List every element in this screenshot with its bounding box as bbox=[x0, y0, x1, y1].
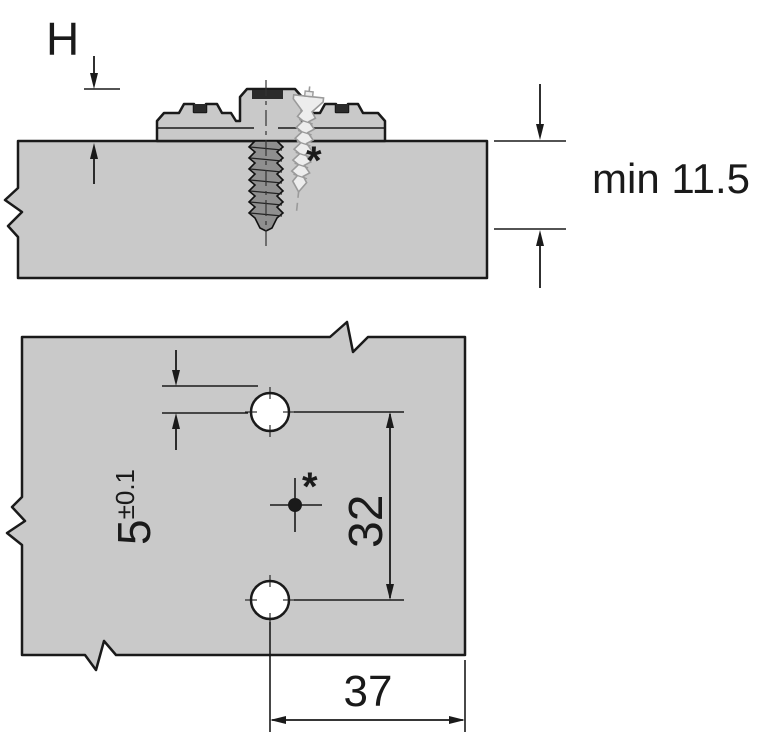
alt-screw-thread-lines bbox=[293, 118, 313, 180]
dimension-min-depth: min 11.5 bbox=[494, 84, 750, 288]
hole-spacing-label: 32 bbox=[340, 495, 393, 548]
system-point-asterisk: * bbox=[302, 465, 318, 509]
alt-screw-head-cap bbox=[303, 90, 314, 98]
system-point: * bbox=[270, 465, 322, 532]
dimension-edge-distance: 37 bbox=[269, 622, 466, 732]
dimension-hole-offset: 5±0.1 bbox=[108, 350, 258, 545]
dimension-hole-spacing: 32 bbox=[294, 411, 404, 601]
plan-view: * 5±0.1 32 bbox=[5, 320, 467, 732]
board-plan-view bbox=[5, 320, 467, 672]
plate-wing-slot-left bbox=[194, 104, 206, 112]
dimension-plate-height: H bbox=[46, 13, 120, 184]
side-view: * H min 11.5 bbox=[3, 13, 750, 288]
system-point-dot bbox=[288, 498, 302, 512]
min-depth-label: min 11.5 bbox=[592, 155, 750, 202]
alt-fixing-asterisk: * bbox=[306, 139, 322, 183]
board-side-view bbox=[3, 139, 489, 280]
plate-height-label: H bbox=[46, 13, 79, 65]
hole-center-ticks bbox=[245, 387, 295, 625]
alt-screw bbox=[290, 86, 325, 212]
edge-distance-label: 37 bbox=[344, 667, 393, 716]
hole-offset-label: 5±0.1 bbox=[108, 469, 160, 545]
screw-head-slot bbox=[252, 90, 283, 99]
plate-wing-slot-right bbox=[336, 104, 348, 112]
alt-screw-body bbox=[290, 93, 325, 194]
